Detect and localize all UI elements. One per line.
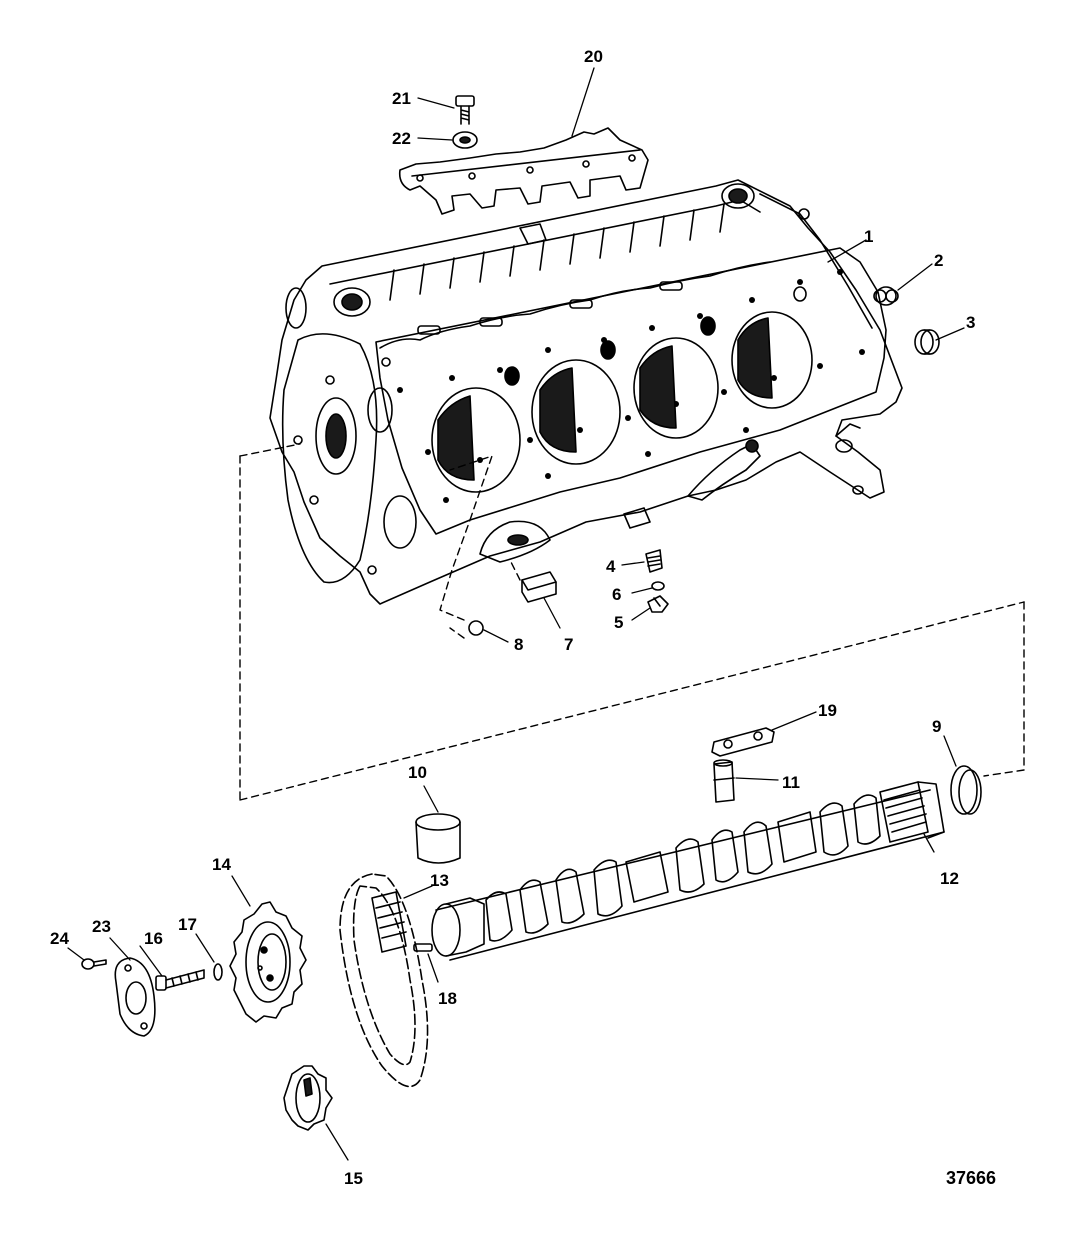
dowel-pin xyxy=(414,944,432,951)
sprocket-bolt xyxy=(156,970,204,990)
callout-8: 8 xyxy=(514,635,524,654)
valve-lifter xyxy=(714,760,734,802)
dipstick-boss xyxy=(746,440,758,452)
callout-17: 17 xyxy=(178,915,197,934)
lifter-valley xyxy=(330,200,770,348)
callout-22: 22 xyxy=(392,129,411,148)
callout-2: 2 xyxy=(934,251,944,270)
water-passages xyxy=(505,287,806,385)
callout-20: 20 xyxy=(584,47,603,66)
callout-4: 4 xyxy=(606,557,616,576)
camshaft-sprocket xyxy=(230,902,306,1022)
callout-11: 11 xyxy=(782,773,800,792)
callout-18: 18 xyxy=(438,989,457,1008)
ball-plug xyxy=(469,621,483,635)
retainer-bolt xyxy=(456,96,474,124)
callout-24: 24 xyxy=(50,929,69,948)
leader-lines xyxy=(68,68,964,1160)
chain-links xyxy=(372,892,406,952)
engine-block xyxy=(270,180,902,604)
block-rear-end xyxy=(760,194,872,494)
distributor-gear xyxy=(880,782,928,842)
lifter-retainer xyxy=(400,128,648,214)
expansion-plug-small xyxy=(874,287,898,305)
sprocket-washer xyxy=(214,964,222,980)
block-front-face xyxy=(283,184,754,583)
main-bearing-boss xyxy=(480,521,550,562)
drain-plug xyxy=(648,596,668,612)
callout-15: 15 xyxy=(344,1169,363,1188)
camshaft xyxy=(432,782,944,960)
callout-13: 13 xyxy=(430,871,449,890)
cam-plug xyxy=(951,766,981,814)
cylinder-bores xyxy=(432,312,812,492)
retainer-nut xyxy=(453,132,477,148)
lifter-guide xyxy=(712,728,774,756)
oil-fitting xyxy=(646,550,662,572)
callout-5: 5 xyxy=(614,613,624,632)
callout-23: 23 xyxy=(92,917,111,936)
callout-1: 1 xyxy=(864,227,874,246)
callout-19: 19 xyxy=(818,701,837,720)
cam-lobes xyxy=(486,795,880,941)
expansion-plug xyxy=(915,330,939,354)
oil-filter-boss xyxy=(624,508,650,528)
callout-6: 6 xyxy=(612,585,622,604)
cam-bearing xyxy=(416,814,460,863)
callout-12: 12 xyxy=(940,869,959,888)
crankshaft-sprocket xyxy=(284,1066,332,1130)
callout-16: 16 xyxy=(144,929,163,948)
callout-3: 3 xyxy=(966,313,976,332)
figure-number: 37666 xyxy=(946,1168,997,1188)
callout-9: 9 xyxy=(932,717,942,736)
rear-plug xyxy=(522,572,556,602)
callout-7: 7 xyxy=(564,635,574,654)
assembly-lines xyxy=(240,444,1024,800)
deck-bolt-holes xyxy=(397,269,865,503)
callout-10: 10 xyxy=(408,763,427,782)
o-ring xyxy=(652,582,664,590)
timing-chain xyxy=(340,874,428,1086)
thrust-plate-screw xyxy=(82,959,106,969)
callout-21: 21 xyxy=(392,89,411,108)
thrust-plate xyxy=(115,958,155,1036)
callout-14: 14 xyxy=(212,855,231,874)
